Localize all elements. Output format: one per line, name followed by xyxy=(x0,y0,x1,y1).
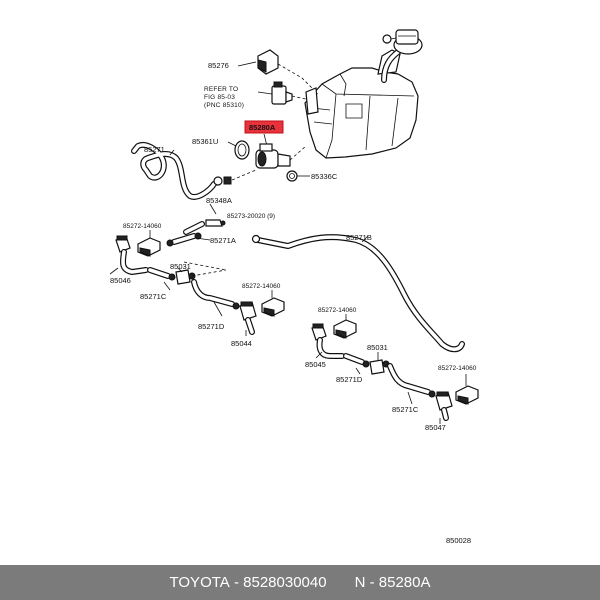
label-85046: 85046 xyxy=(110,276,131,285)
label-85271D-b: 85271D xyxy=(336,375,363,384)
label-85271B: 85271B xyxy=(346,233,372,242)
label-85031-a: 85031 xyxy=(170,262,191,271)
parts-diagram: 85276 REFER TO FIG 85-03 (PNC 85310) 852… xyxy=(109,29,479,545)
washer-motor-reference xyxy=(257,81,319,115)
label-85348A: 85348A xyxy=(206,196,232,205)
label-85271C-a: 85271C xyxy=(140,292,167,301)
footer-n-label: N xyxy=(354,574,366,591)
hose-85271B xyxy=(251,234,465,353)
label-85271C-b: 85271C xyxy=(392,405,419,414)
label-85271D-a: 85271D xyxy=(198,322,225,331)
nozzle-group-right xyxy=(311,314,479,424)
label-85272-d: 85272-14060 xyxy=(438,365,477,372)
figure-number: 850028 xyxy=(446,536,471,545)
washer-pump-85280A xyxy=(255,133,307,169)
label-85361U: 85361U xyxy=(192,137,218,146)
label-ref-line3: (PNC 85310) xyxy=(204,102,244,109)
label-85271A: 85271A xyxy=(210,236,236,245)
label-85045: 85045 xyxy=(305,360,326,369)
label-ref-line2: FIG 85-03 xyxy=(204,94,235,101)
footer-n-value: 85280A xyxy=(378,574,431,591)
nozzle-group-left xyxy=(109,230,285,336)
label-ref-line1: REFER TO xyxy=(204,86,238,93)
label-85044: 85044 xyxy=(231,339,252,348)
footer-part-number: 8528030040 xyxy=(243,574,327,591)
label-85272-c: 85272-14060 xyxy=(318,307,357,314)
label-85336C: 85336C xyxy=(311,172,338,181)
label-85272-b: 85272-14060 xyxy=(242,283,281,290)
footer-sep-2: - xyxy=(365,574,379,591)
label-85047: 85047 xyxy=(425,423,446,432)
label-85276: 85276 xyxy=(208,61,229,70)
clamp-85361U xyxy=(227,140,250,160)
footer-brand: TOYOTA xyxy=(169,574,230,591)
grommet-85336C xyxy=(286,170,310,182)
washer-tank xyxy=(304,29,423,159)
footer-sep-1: - xyxy=(229,574,244,591)
label-85280A: 85280A xyxy=(249,123,276,132)
label-85272-a: 85272-14060 xyxy=(123,223,162,230)
label-85271: 85271 xyxy=(144,145,165,154)
highlight-box-85280A xyxy=(244,120,284,134)
hose-85271 xyxy=(131,142,257,200)
bracket-85276 xyxy=(237,49,319,95)
label-85273: 85273-20020 (9) xyxy=(227,213,275,220)
joint-85348A xyxy=(183,203,226,235)
label-85031-b: 85031 xyxy=(367,343,388,352)
part-number-footer: TOYOTA - 8528030040 N - 85280A xyxy=(0,565,600,600)
